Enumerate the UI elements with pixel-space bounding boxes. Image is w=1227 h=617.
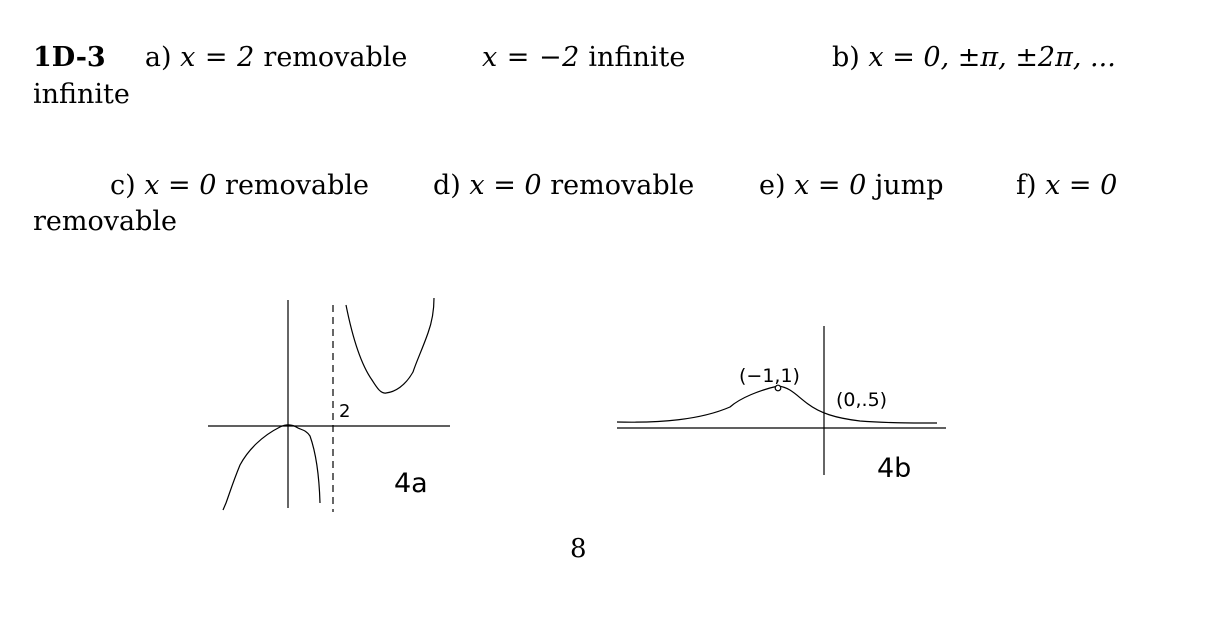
part-f-prefix: f) bbox=[1016, 170, 1037, 201]
answer-part-e: e) x = 0 jump bbox=[759, 172, 944, 199]
part-e-math: x = 0 bbox=[794, 170, 867, 201]
part-a-text: removable bbox=[263, 42, 408, 73]
part-d-math: x = 0 bbox=[469, 170, 542, 201]
part-a2-text: infinite bbox=[588, 42, 686, 73]
answer-part-d: d) x = 0 removable bbox=[433, 172, 694, 199]
part-f-math: x = 0 bbox=[1045, 170, 1118, 201]
part-d-text: removable bbox=[550, 170, 695, 201]
answer-part-f-cont: removable bbox=[33, 208, 177, 235]
part-a-prefix: a) bbox=[144, 42, 172, 73]
part-e-prefix: e) bbox=[759, 170, 786, 201]
fig4a-left-curve bbox=[222, 424, 321, 511]
answer-line-2: infinite bbox=[33, 81, 130, 108]
part-c-prefix: c) bbox=[110, 170, 136, 201]
answer-line-1b: x = −2 infinite bbox=[482, 44, 685, 71]
answer-line-1: 1D-3 a) x = 2 removable bbox=[33, 44, 407, 71]
part-a2-math: x = −2 bbox=[482, 42, 580, 73]
answer-part-f: f) x = 0 bbox=[1016, 172, 1117, 199]
problem-label: 1D-3 bbox=[33, 42, 106, 73]
fig4b-max-point bbox=[774, 384, 782, 392]
part-b-math: x = 0, ±π, ±2π, ... bbox=[868, 42, 1116, 73]
figure-4a bbox=[208, 297, 450, 512]
part-b-text: infinite bbox=[33, 79, 130, 110]
answer-line-1c: b) x = 0, ±π, ±2π, ... bbox=[832, 44, 1116, 71]
part-d-prefix: d) bbox=[433, 170, 461, 201]
part-c-text: removable bbox=[225, 170, 370, 201]
page-number: 8 bbox=[570, 534, 587, 564]
fig4b-caption: 4b bbox=[877, 453, 911, 484]
fig4a-asymptote-label: 2 bbox=[339, 401, 350, 422]
fig4b-max-label: (−1,1) bbox=[739, 365, 800, 387]
fig4b-intercept-label: (0,.5) bbox=[836, 389, 887, 411]
figure-4b bbox=[616, 326, 946, 475]
fig4a-right-curve bbox=[345, 297, 435, 394]
part-f-text: removable bbox=[33, 206, 177, 237]
answer-part-c: c) x = 0 removable bbox=[110, 172, 369, 199]
part-b-prefix: b) bbox=[832, 42, 860, 73]
part-a-math: x = 2 bbox=[180, 42, 255, 73]
fig4a-caption: 4a bbox=[394, 468, 428, 499]
fig4b-curve bbox=[616, 385, 938, 424]
part-c-math: x = 0 bbox=[144, 170, 217, 201]
part-e-text: jump bbox=[874, 170, 944, 201]
